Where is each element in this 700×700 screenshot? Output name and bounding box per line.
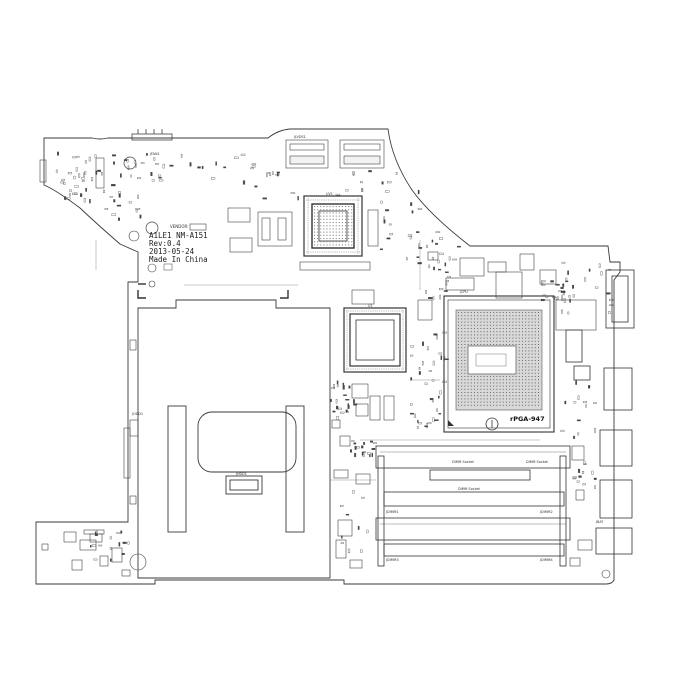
cpu-socket xyxy=(443,295,555,433)
cert-logo-1 xyxy=(147,263,157,273)
board-revision: Rev:0.4 xyxy=(149,239,181,248)
right-edge-ports xyxy=(565,269,635,555)
dimm-slot-bottom xyxy=(375,455,571,567)
top-connector-left xyxy=(285,139,329,169)
bracket-marks-upper xyxy=(137,283,289,299)
dimm-bottom-label: DIMM Socket xyxy=(458,487,480,491)
board-name: A1LE1 NM-A151 xyxy=(149,231,208,240)
pch-bga-package xyxy=(343,307,407,373)
cert-logo-2 xyxy=(148,280,156,288)
jhdd-label: JHDD1 xyxy=(236,472,247,476)
jodd-label: JODD1 xyxy=(132,412,144,416)
jdimm3-label: JDIMM3 xyxy=(386,558,399,562)
dimm-top-right-label: DIMM Socket xyxy=(526,460,548,464)
board-origin: Made In China xyxy=(149,255,208,264)
mounting-hole-left xyxy=(128,230,140,242)
jdimm4-label: JDIMM4 xyxy=(540,558,553,562)
jbat-label: JBAT xyxy=(596,520,604,524)
jfan-label: JFAN1 xyxy=(150,152,160,156)
vendor-sticker xyxy=(189,223,207,231)
jcpu-label: JCPU xyxy=(460,290,468,294)
jdimm1-label: JDIMM1 xyxy=(386,510,399,514)
gpu-vram-area xyxy=(227,207,379,271)
left-edge-markings xyxy=(123,339,139,505)
trace-lines xyxy=(95,240,540,481)
vendor-label: VENDOR: xyxy=(170,224,189,229)
cert-logo-3 xyxy=(163,263,173,271)
pch-support-components xyxy=(331,383,395,569)
smd-components xyxy=(55,151,614,562)
cpu-socket-label: rPGA-947 xyxy=(510,415,545,423)
dimm-top-label: DIMM Socket xyxy=(452,460,474,464)
board-date: 2013-05-24 xyxy=(149,247,195,256)
mounting-hole-upper xyxy=(145,221,159,235)
uv1-label: UV1 xyxy=(326,192,333,196)
u1-label: U1 xyxy=(368,304,373,308)
capacitor-upper-left xyxy=(123,156,137,170)
hdd-bay xyxy=(137,299,331,579)
top-header-connector xyxy=(131,129,173,141)
jlcd-label: JLVDS1 xyxy=(294,135,306,139)
top-connector-right xyxy=(339,139,385,169)
right-side-components xyxy=(555,299,611,579)
jdimm2-label: JDIMM2 xyxy=(540,510,553,514)
